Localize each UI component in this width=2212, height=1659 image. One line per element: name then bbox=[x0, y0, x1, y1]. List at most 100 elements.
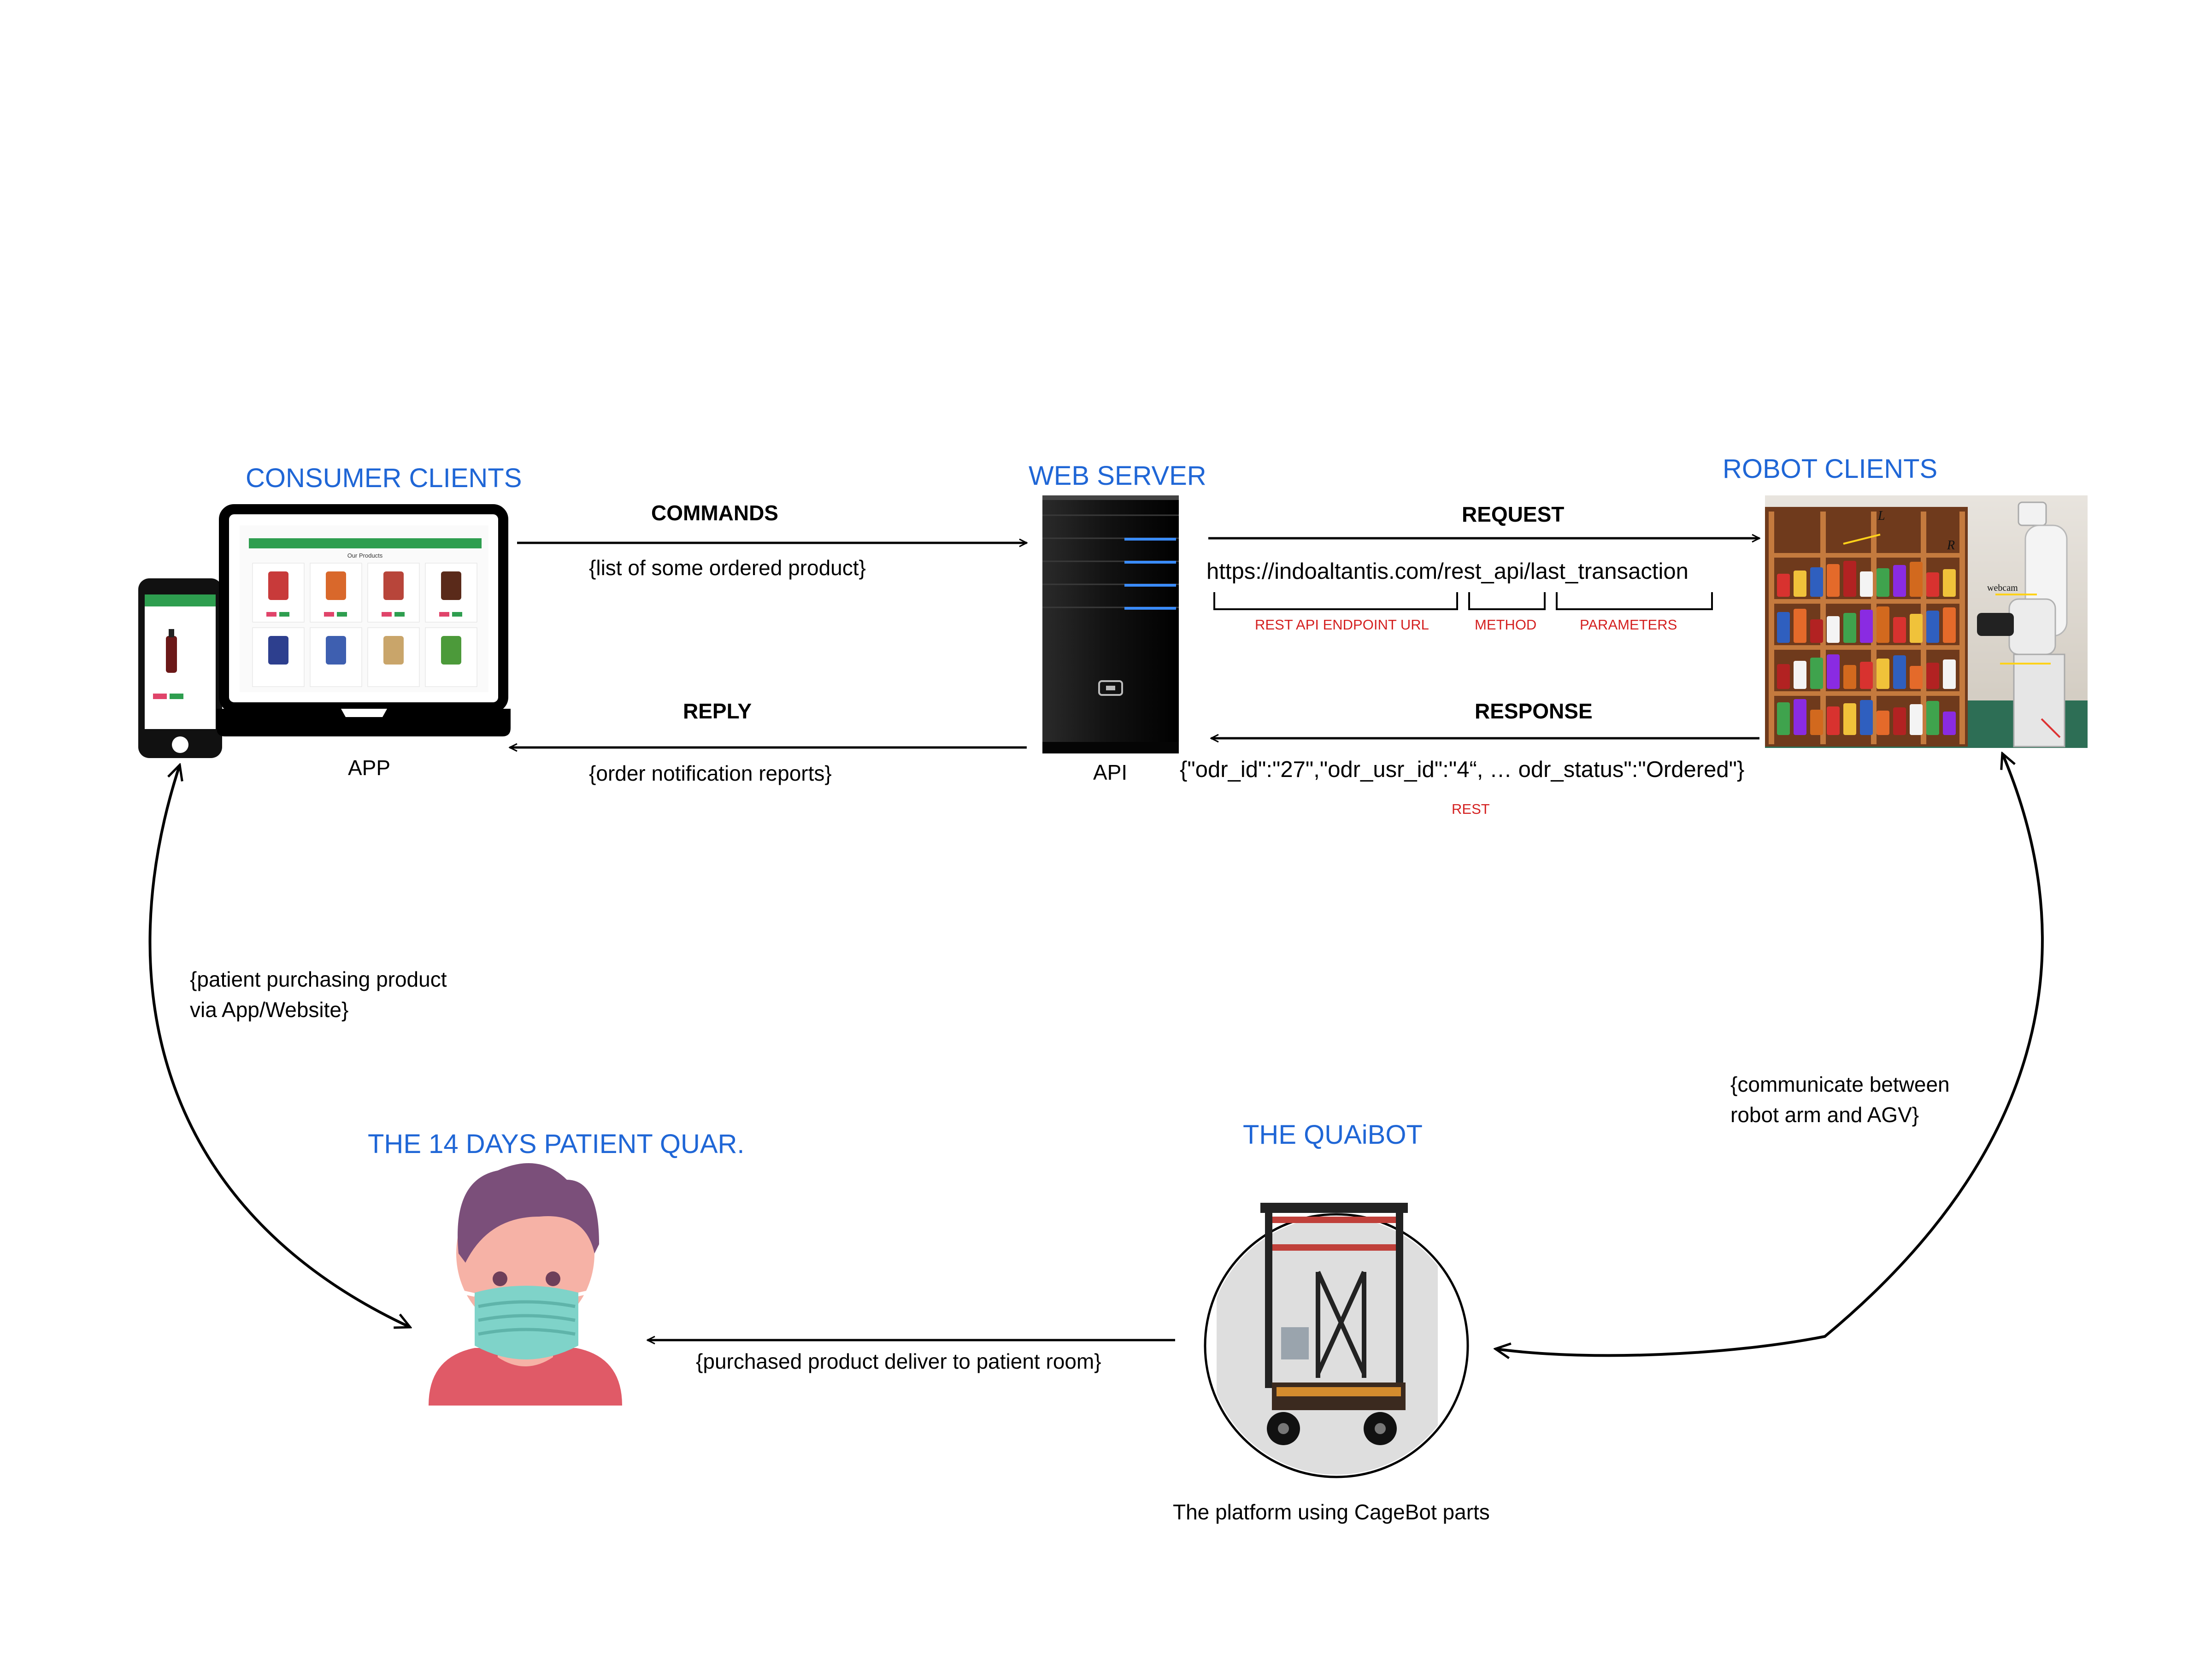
shelf-item bbox=[1926, 701, 1939, 735]
product-button bbox=[439, 612, 449, 617]
product-button bbox=[394, 612, 405, 617]
shelf-item bbox=[1877, 606, 1889, 643]
method-bracket bbox=[1468, 592, 1546, 610]
shelf-item bbox=[1893, 617, 1906, 643]
rest-tag: REST bbox=[1452, 801, 1490, 817]
shelf-item bbox=[1810, 710, 1823, 735]
response-json: {"odr_id":"27","odr_usr_id":"4“, … odr_s… bbox=[1180, 757, 1745, 782]
shelf-item bbox=[1777, 702, 1790, 735]
deliver-payload: {purchased product deliver to patient ro… bbox=[696, 1349, 1101, 1373]
photo-label-l: L bbox=[1877, 509, 1885, 523]
patient-title: THE 14 DAYS PATIENT QUAR. bbox=[368, 1129, 745, 1159]
endpoint-bracket bbox=[1213, 592, 1458, 610]
request-label: REQUEST bbox=[1462, 502, 1565, 526]
shelf-item bbox=[1877, 659, 1889, 689]
quaibot-platform-caption: The platform using CageBot parts bbox=[1173, 1500, 1490, 1524]
consumer-clients-title: CONSUMER CLIENTS bbox=[246, 463, 522, 493]
api-label: API bbox=[1093, 760, 1128, 784]
shelf-item bbox=[1827, 706, 1840, 735]
product-image bbox=[268, 571, 288, 600]
product-grid bbox=[252, 563, 477, 687]
shelf-item bbox=[1810, 567, 1823, 597]
parameters-tag: PARAMETERS bbox=[1580, 617, 1677, 633]
url-brackets bbox=[1213, 592, 1713, 610]
quaibot-robot-photo bbox=[1204, 1189, 1469, 1478]
reply-payload: {order notification reports} bbox=[589, 761, 832, 785]
shelf-item bbox=[1843, 703, 1856, 735]
shelf-item bbox=[1943, 607, 1956, 643]
shelf-item bbox=[1877, 568, 1889, 597]
shelf-item bbox=[1843, 665, 1856, 689]
shelf-item bbox=[1926, 572, 1939, 597]
photo-label-r: R bbox=[1947, 538, 1955, 553]
product-image bbox=[383, 571, 404, 600]
shelf-item bbox=[1843, 613, 1856, 643]
shelf-item bbox=[1794, 571, 1806, 597]
shelf-products bbox=[1777, 561, 1956, 735]
product-button bbox=[337, 612, 347, 617]
product-image bbox=[326, 636, 346, 665]
app-label: APP bbox=[348, 756, 391, 780]
response-label: RESPONSE bbox=[1475, 699, 1593, 723]
shelf-item bbox=[1794, 609, 1806, 643]
reply-label: REPLY bbox=[683, 699, 752, 723]
product-image bbox=[326, 571, 346, 600]
shelf-item bbox=[1926, 611, 1939, 643]
product-button bbox=[452, 612, 462, 617]
shelf-item bbox=[1827, 564, 1840, 597]
shelf-item bbox=[1943, 659, 1956, 689]
product-button bbox=[382, 612, 392, 617]
robot-agv-payload: {communicate between robot arm and AGV} bbox=[1730, 1072, 1950, 1127]
robot-agv-arrow bbox=[1495, 753, 2044, 1355]
shelf-item bbox=[1910, 666, 1923, 689]
quaibot-title: THE QUAiBOT bbox=[1243, 1120, 1423, 1150]
commands-payload: {list of some ordered product} bbox=[589, 556, 866, 580]
product-button bbox=[324, 612, 334, 617]
robot-clients-photo: L R webcam bbox=[1765, 495, 2088, 748]
commands-label: COMMANDS bbox=[651, 501, 778, 525]
product-image bbox=[268, 636, 288, 665]
shelf-item bbox=[1943, 569, 1956, 597]
shelf-item bbox=[1794, 661, 1806, 689]
shelf-item bbox=[1860, 662, 1873, 689]
shelf-item bbox=[1893, 655, 1906, 689]
shelf-item bbox=[1893, 565, 1906, 597]
shelf-item bbox=[1910, 562, 1923, 597]
shelf-item bbox=[1777, 664, 1790, 689]
shelf-item bbox=[1877, 711, 1889, 735]
shelf-item bbox=[1777, 612, 1790, 643]
app-screen-header: Our Products bbox=[347, 552, 383, 559]
request-url: https://indoaltantis.com/rest_api/last_t… bbox=[1206, 559, 1688, 584]
product-image bbox=[441, 571, 461, 600]
laptop-icon: Our Products bbox=[217, 504, 511, 736]
shelf-item bbox=[1794, 699, 1806, 735]
endpoint-url-tag: REST API ENDPOINT URL bbox=[1255, 617, 1429, 633]
shelf-item bbox=[1827, 654, 1840, 689]
smartphone-icon bbox=[138, 578, 222, 758]
web-server-title: WEB SERVER bbox=[1029, 461, 1206, 491]
product-button bbox=[279, 612, 289, 617]
shelf-item bbox=[1893, 707, 1906, 735]
shelf-item bbox=[1843, 561, 1856, 597]
shelf-item bbox=[1910, 614, 1923, 643]
shelf-item bbox=[1860, 571, 1873, 597]
shelf-item bbox=[1777, 574, 1790, 597]
robot-clients-title: ROBOT CLIENTS bbox=[1723, 454, 1938, 484]
shelf-item bbox=[1943, 712, 1956, 735]
server-tower-icon bbox=[1042, 495, 1179, 753]
product-image bbox=[441, 636, 461, 665]
shelf-item bbox=[1827, 616, 1840, 643]
patient-app-arrow bbox=[148, 765, 410, 1327]
parameters-bracket bbox=[1556, 592, 1713, 610]
method-tag: METHOD bbox=[1475, 617, 1537, 633]
shelf-item bbox=[1810, 619, 1823, 643]
shelf-item bbox=[1810, 658, 1823, 689]
shelf-item bbox=[1860, 610, 1873, 643]
product-image bbox=[383, 636, 404, 665]
shelf-item bbox=[1910, 704, 1923, 735]
shelf-item bbox=[1860, 700, 1873, 735]
patient-app-payload: {patient purchasing product via App/Webs… bbox=[190, 967, 447, 1022]
masked-patient-icon bbox=[429, 1163, 622, 1406]
shelf-item bbox=[1926, 663, 1939, 689]
